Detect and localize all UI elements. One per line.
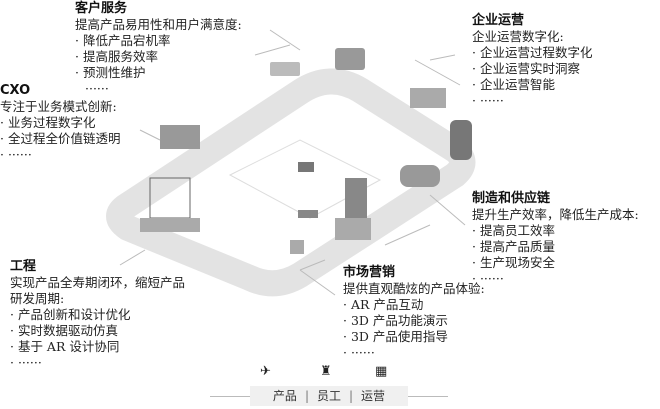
section-title: CXO — [0, 83, 31, 98]
leader-lines — [119, 29, 466, 296]
list-item: ······ — [343, 345, 485, 361]
engineering-block: 工程 实现产品全寿期闭环，缩短产品研发周期: 产品创新和设计优化 实时数据驱动仿… — [10, 258, 190, 371]
section-subtitle: 实现产品全寿期闭环，缩短产品研发周期: — [10, 275, 186, 306]
list-item: 降低产品宕机率 — [75, 33, 242, 49]
legend-bar: 产品|员工|运营 — [250, 386, 408, 406]
list-item: 企业运营实时洞察 — [472, 61, 592, 77]
legend-label: 运营 — [361, 389, 386, 403]
section-title: 企业运营 — [472, 13, 525, 28]
list-item: ······ — [10, 355, 190, 371]
section-title: 制造和供应链 — [472, 191, 551, 206]
list-item: 实时数据驱动仿真 — [10, 323, 190, 339]
list-item: ······ — [472, 93, 592, 109]
list-item: 业务过程数字化 — [0, 115, 120, 131]
list-item: 提高员工效率 — [472, 223, 639, 239]
legend-label: 产品 — [272, 389, 297, 403]
section-subtitle: 专注于业务模式创新: — [0, 99, 117, 114]
cxo-block: CXO 专注于业务模式创新: 业务过程数字化 全过程全价值链透明 ······ — [0, 82, 120, 163]
list-item: 提高服务效率 — [75, 49, 242, 65]
section-subtitle: 企业运营数字化: — [472, 29, 564, 44]
worker-icon: ♜ — [320, 364, 332, 379]
factory-icon: ▦ — [375, 364, 388, 379]
grid-platform — [228, 139, 382, 219]
legend-label: 员工 — [316, 389, 341, 403]
list-item: 基于 AR 设计协同 — [10, 339, 190, 355]
section-subtitle: 提高产品易用性和用户满意度: — [75, 17, 242, 32]
equipment-figures — [140, 48, 472, 254]
list-item: 生产现场安全 — [472, 255, 639, 271]
list-item: 提高产品质量 — [472, 239, 639, 255]
list-item: 企业运营过程数字化 — [472, 45, 593, 61]
list-item: ······ — [0, 147, 120, 163]
section-subtitle: 提供直观酷炫的产品体验: — [343, 281, 485, 296]
customer-service-block: 客户服务 提高产品易用性和用户满意度: 降低产品宕机率 提高服务效率 预测性维护… — [75, 0, 242, 97]
list-item: 企业运营智能 — [472, 77, 592, 93]
enterprise-ops-block: 企业运营 企业运营数字化: 企业运营过程数字化 企业运营实时洞察 企业运营智能 … — [472, 12, 592, 109]
digital-thread-loop — [106, 68, 476, 297]
section-title: 客户服务 — [75, 1, 128, 16]
manufacturing-block: 制造和供应链 提升生产效率，降低生产成本: 提高员工效率 提高产品质量 生产现场… — [472, 190, 639, 287]
list-item: ······ — [85, 81, 109, 96]
list-item: 产品创新和设计优化 — [10, 307, 190, 323]
list-item: ······ — [472, 271, 639, 287]
list-item: 预测性维护 — [75, 65, 242, 81]
marketing-block: 市场营销 提供直观酷炫的产品体验: AR 产品互动 3D 产品功能演示 3D 产… — [343, 264, 485, 361]
section-subtitle: 提升生产效率，降低生产成本: — [472, 207, 639, 222]
list-item: 3D 产品使用指导 — [343, 329, 485, 345]
section-title: 市场营销 — [343, 265, 396, 280]
section-title: 工程 — [10, 259, 37, 274]
airplane-icon: ✈ — [260, 364, 271, 379]
list-item: 全过程全价值链透明 — [0, 131, 121, 147]
list-item: 3D 产品功能演示 — [343, 313, 485, 329]
legend: ✈ ♜ ▦ 产品|员工|运营 — [210, 364, 450, 409]
list-item: AR 产品互动 — [343, 297, 485, 313]
